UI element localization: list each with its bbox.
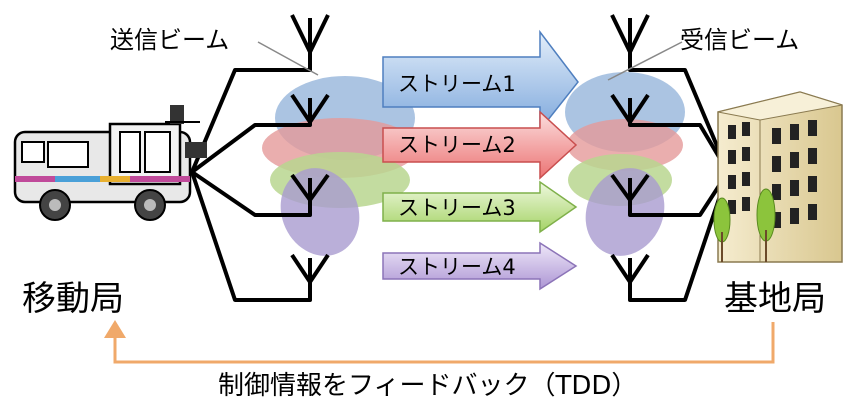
tx-beam-leader — [257, 41, 319, 76]
mobile-station-label: 移動局 — [22, 279, 124, 319]
building-icon — [713, 91, 843, 263]
rx-antennas — [610, 14, 650, 284]
rx-beam-label: 受信ビーム — [680, 26, 799, 54]
stream-arrow-2: ストリーム2 — [382, 110, 578, 180]
stream-arrow-4: ストリーム4 — [382, 241, 578, 291]
antenna-icon — [290, 253, 330, 284]
feedback-arrow — [104, 320, 775, 364]
rx-beams — [565, 72, 685, 256]
antenna-icon — [610, 253, 650, 284]
antenna-icon — [290, 93, 330, 124]
antenna-icon — [610, 173, 650, 202]
antenna-icon — [290, 14, 330, 54]
stream-arrow-1: ストリーム1 — [382, 29, 579, 133]
feedback-label: 制御情報をフィードバック（TDD） — [218, 371, 637, 401]
antenna-icon — [610, 14, 650, 54]
base-station-label: 基地局 — [724, 279, 826, 319]
stream-label-1: ストリーム1 — [398, 72, 516, 96]
rx-beam-4 — [585, 168, 665, 256]
rx-beam-leader — [607, 41, 683, 81]
stream-label-2: ストリーム2 — [398, 133, 516, 157]
stream-label-3: ストリーム3 — [398, 196, 516, 220]
tx-antennas — [290, 14, 330, 284]
stream-label-4: ストリーム4 — [398, 255, 516, 279]
antenna-icon — [290, 173, 330, 202]
stream-arrow-3: ストリーム3 — [382, 180, 578, 234]
tx-beam-label: 送信ビーム — [110, 26, 229, 54]
tx-beam-4 — [280, 168, 360, 256]
van-icon — [13, 105, 207, 221]
antenna-icon — [610, 93, 650, 124]
